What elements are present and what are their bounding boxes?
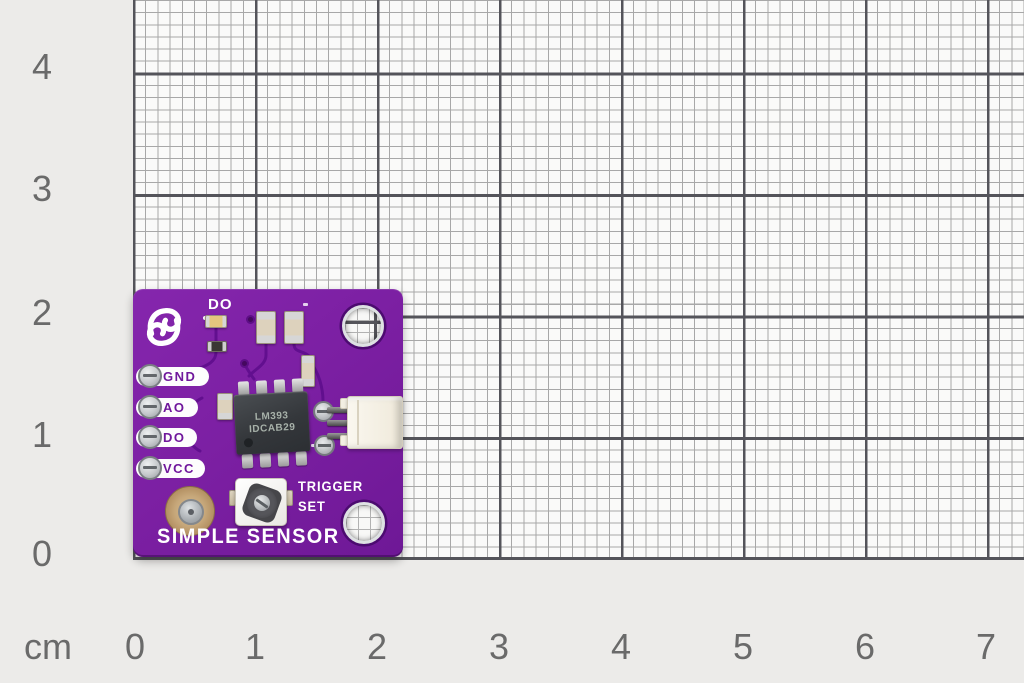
trigger-label-line2: SET [298,498,326,514]
silkscreen-mark [303,303,308,306]
x-axis-label-4: 4 [610,626,632,667]
y-axis-label-2: 2 [31,292,53,333]
sensor-pcb-board: DO GND AO DO VCC [133,289,403,557]
trigger-label-line1: TRIGGER [298,478,364,494]
via [240,359,249,368]
soldered-s-logo-icon [146,308,182,346]
trimmer-potentiometer [235,478,287,526]
solder-pad-ao [138,395,162,419]
unit-label-cm: cm [24,626,72,667]
solder-pad-do [138,425,162,449]
y-axis-label-1: 1 [31,414,53,455]
ic-body: LM393 IDCAB29 [233,391,311,455]
via [246,315,255,324]
board-title: SIMPLE SENSOR [157,525,340,548]
solder-pad-vcc [138,456,162,480]
y-axis-label-3: 3 [31,168,53,209]
resistor-1 [256,311,276,344]
ic-pin [277,452,290,467]
resistor-2 [284,311,304,344]
ic-pin [295,451,308,466]
sensor-disc-dot [188,509,194,515]
x-axis-label-0: 0 [124,626,146,667]
ic-marking-line2: IDCAB29 [248,421,296,436]
x-axis-label-3: 3 [488,626,510,667]
ic-pin [241,454,254,469]
solder-pad-gnd [138,364,162,388]
tinned-via [314,435,335,456]
top-do-label: DO [208,296,233,313]
trimmer-terminal [286,490,293,506]
x-axis-label-5: 5 [732,626,754,667]
sensor-disc [165,486,215,536]
y-axis-label-0: 0 [31,533,53,574]
resistor-dark [207,341,227,352]
resistor-3 [217,393,233,420]
connector-pin [327,407,349,413]
connector-pin [327,433,349,439]
x-axis-label-6: 6 [854,626,876,667]
sensor-disc-center [178,499,204,525]
led-component [205,315,227,328]
silkscreen-mark [311,444,315,447]
mounting-hole-top [342,305,384,347]
jst-connector [347,396,403,449]
comparator-ic: LM393 IDCAB29 [232,378,312,469]
ic-pin [259,453,272,468]
ic-pin1-dot [243,438,254,448]
trimmer-adjust-screw [254,495,270,511]
x-axis-label-2: 2 [366,626,388,667]
resistor-4 [301,355,315,387]
mounting-hole-bottom [343,502,385,544]
x-axis-label-7: 7 [975,626,997,667]
x-axis-label-1: 1 [244,626,266,667]
connector-pin [327,420,349,426]
y-axis-label-4: 4 [31,46,53,87]
